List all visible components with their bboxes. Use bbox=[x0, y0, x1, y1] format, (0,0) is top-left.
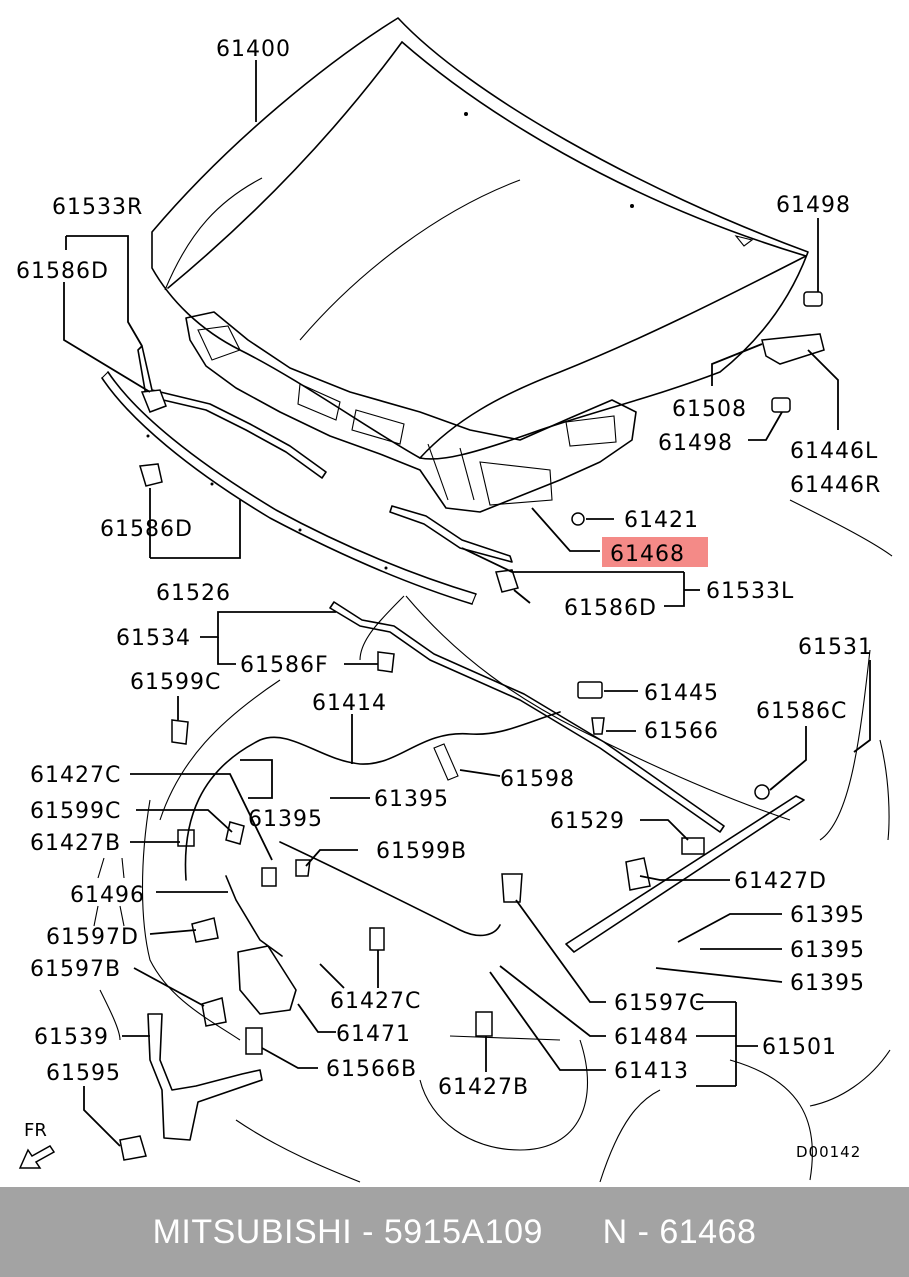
hood-panel bbox=[151, 17, 809, 513]
label-61597D: 61597D bbox=[46, 925, 139, 950]
seal-61533L bbox=[389, 505, 513, 563]
label-61586D: 61586D bbox=[16, 259, 109, 284]
clip-parts bbox=[119, 291, 825, 1161]
label-61599B: 61599B bbox=[376, 839, 467, 864]
part-labels: 61400 61533R 61586D 61498 61508 61498 61… bbox=[16, 37, 881, 1161]
hood-latch bbox=[147, 875, 297, 1141]
release-cable bbox=[184, 711, 561, 881]
label-61597C: 61597C bbox=[614, 991, 705, 1016]
label-61598: 61598 bbox=[500, 767, 575, 792]
fr-label: FR bbox=[24, 1120, 47, 1141]
label-61586D: 61586D bbox=[100, 517, 193, 542]
label-61445: 61445 bbox=[644, 681, 719, 706]
label-61395: 61395 bbox=[374, 787, 449, 812]
label-61395: 61395 bbox=[790, 938, 865, 963]
label-61534: 61534 bbox=[116, 626, 191, 651]
label-61597B: 61597B bbox=[30, 957, 121, 982]
footer-text: MITSUBISHI - 5915A109 N - 61468 bbox=[152, 1212, 757, 1251]
front-direction-arrow bbox=[18, 1145, 56, 1169]
label-61501: 61501 bbox=[762, 1035, 837, 1060]
label-61586D: 61586D bbox=[564, 596, 657, 621]
body-outline bbox=[99, 499, 893, 1183]
support-rod bbox=[329, 601, 725, 833]
label-61446L: 61446L bbox=[790, 439, 878, 464]
label-61446R: 61446R bbox=[790, 473, 881, 498]
label-61427C: 61427C bbox=[30, 763, 121, 788]
label-61533L: 61533L bbox=[706, 579, 794, 604]
label-61427C: 61427C bbox=[330, 989, 421, 1014]
label-61496: 61496 bbox=[70, 883, 145, 908]
label-61395: 61395 bbox=[248, 807, 323, 832]
front-weatherstrip bbox=[101, 371, 477, 605]
label-61395: 61395 bbox=[790, 971, 865, 996]
leader-lines bbox=[63, 60, 871, 1147]
label-61595: 61595 bbox=[46, 1061, 121, 1086]
label-61526: 61526 bbox=[156, 581, 231, 606]
label-61468: 61468 bbox=[610, 542, 685, 567]
label-61498: 61498 bbox=[658, 431, 733, 456]
label-61427D: 61427D bbox=[734, 869, 827, 894]
label-61400: 61400 bbox=[216, 37, 291, 62]
part-highlight-61468 bbox=[602, 537, 708, 567]
label-61586C: 61586C bbox=[756, 699, 847, 724]
label-61533R: 61533R bbox=[52, 195, 143, 220]
label-61395: 61395 bbox=[790, 903, 865, 928]
label-61539: 61539 bbox=[34, 1025, 109, 1050]
footer-bar: MITSUBISHI - 5915A109 N - 61468 bbox=[0, 1187, 909, 1277]
label-61471: 61471 bbox=[336, 1022, 411, 1047]
label-61421: 61421 bbox=[624, 508, 699, 533]
seal-strip bbox=[565, 795, 805, 953]
label-61599C: 61599C bbox=[30, 799, 121, 824]
label-61529: 61529 bbox=[550, 809, 625, 834]
label-61414: 61414 bbox=[312, 691, 387, 716]
diagram-code: D00142 bbox=[796, 1143, 861, 1161]
label-61566B: 61566B bbox=[326, 1057, 417, 1082]
label-61427B: 61427B bbox=[438, 1075, 529, 1100]
label-61531: 61531 bbox=[798, 635, 873, 660]
label-61586F: 61586F bbox=[240, 653, 329, 678]
parts-diagram: 61400 61533R 61586D 61498 61508 61498 61… bbox=[16, 17, 893, 1183]
label-61413: 61413 bbox=[614, 1059, 689, 1084]
label-61484: 61484 bbox=[614, 1025, 689, 1050]
seal-61533R bbox=[137, 345, 327, 479]
label-61599C: 61599C bbox=[130, 670, 221, 695]
label-61566: 61566 bbox=[644, 719, 719, 744]
label-61508: 61508 bbox=[672, 397, 747, 422]
label-61498: 61498 bbox=[776, 193, 851, 218]
label-61427B: 61427B bbox=[30, 831, 121, 856]
